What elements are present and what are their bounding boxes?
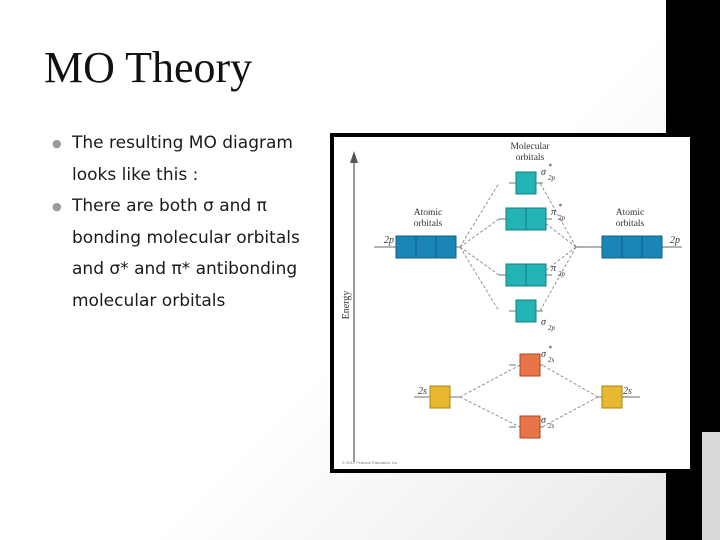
level-2p-right-label: 2p (670, 235, 680, 246)
svg-text:2p: 2p (558, 214, 566, 222)
mo-sigma-star-2p-label: σ * 2p (541, 162, 556, 182)
correlation-lines-2p (459, 182, 577, 312)
svg-text:π: π (551, 263, 557, 274)
svg-text:σ: σ (541, 349, 547, 360)
bullet-item: ● There are both σ and π bonding molecul… (52, 191, 332, 317)
svg-text:2p: 2p (548, 324, 556, 332)
mo-sigma-star-2s-box (519, 353, 541, 377)
atomic-2s-right-box (601, 385, 623, 409)
bullet-text: The resulting MO diagram looks like this… (72, 133, 293, 185)
atomic-2p-left-boxes (395, 235, 457, 259)
mo-pi-2p-label: π 2p (551, 263, 566, 278)
level-2s-left-label: 2s (418, 386, 427, 397)
mo-pi-star-2p-label: π * 2p (551, 202, 566, 222)
svg-text:2s: 2s (548, 422, 555, 430)
svg-text:2p: 2p (548, 174, 556, 182)
molecular-orbitals-header-line1: Molecular (510, 142, 550, 152)
mo-sigma-2s-label: σ 2s (541, 415, 555, 430)
svg-text:2p: 2p (558, 270, 566, 278)
mo-diagram-figure: Energy Molecular orbitals Atomic orbital… (330, 133, 694, 473)
mo-sigma-2s-box (519, 415, 541, 439)
atomic-orbitals-right-header-line2: orbitals (616, 219, 645, 229)
correlation-lines-2s (459, 364, 599, 428)
energy-axis-label: Energy (341, 291, 352, 320)
bullet-text: There are both σ and π bonding molecular… (72, 196, 300, 311)
molecular-orbitals-header-line2: orbitals (516, 153, 545, 163)
mo-sigma-star-2s-label: σ * 2s (541, 344, 555, 364)
mo-pi-2p-boxes (505, 263, 547, 287)
svg-text:σ: σ (541, 167, 547, 178)
svg-text:*: * (548, 344, 552, 353)
svg-text:*: * (558, 202, 562, 211)
svg-text:2s: 2s (548, 356, 555, 364)
copyright-text: © 2012 Pearson Education, Inc. (342, 460, 399, 465)
energy-axis-arrowhead-icon (350, 151, 358, 163)
mo-sigma-2p-label: σ 2p (541, 317, 556, 332)
atomic-orbitals-left-header-line2: orbitals (414, 219, 443, 229)
slide-title: MO Theory (44, 43, 253, 92)
svg-text:σ: σ (541, 415, 547, 426)
level-2s-right-label: 2s (623, 386, 632, 397)
level-2p-left-label: 2p (384, 235, 394, 246)
atomic-2s-left-box (429, 385, 451, 409)
mo-sigma-2p-box (515, 299, 537, 323)
svg-text:*: * (548, 162, 552, 171)
bullet-dot-icon: ● (52, 137, 62, 150)
atomic-orbitals-right-header-line1: Atomic (616, 208, 645, 218)
corner-decoration (702, 432, 720, 540)
atomic-orbitals-left-header-line1: Atomic (414, 208, 443, 218)
mo-sigma-star-2p-box (515, 171, 537, 195)
svg-text:σ: σ (541, 317, 547, 328)
bullet-dot-icon: ● (52, 200, 62, 213)
bullet-item: ● The resulting MO diagram looks like th… (52, 128, 332, 191)
atomic-2p-right-boxes (601, 235, 663, 259)
mo-diagram-svg: Energy Molecular orbitals Atomic orbital… (341, 142, 682, 465)
svg-text:π: π (551, 207, 557, 218)
bullet-list: ● The resulting MO diagram looks like th… (52, 128, 332, 317)
mo-pi-star-2p-boxes (505, 207, 547, 231)
